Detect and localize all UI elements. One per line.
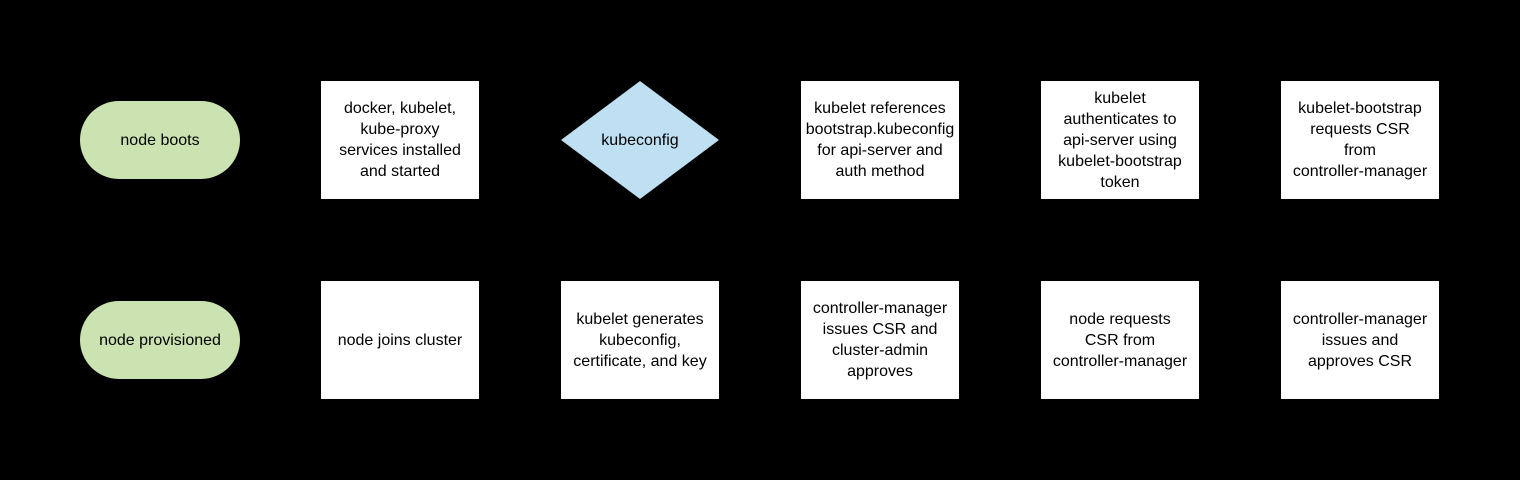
kubelet-references-process: kubelet references bootstrap.kubeconfig … [801,81,959,199]
node-requests-csr-label: node requests CSR from controller-manage… [1052,310,1188,370]
kubeconfig-decision-diamond: kubeconfig [561,81,719,199]
kubelet-references-label: kubelet references bootstrap.kubeconfig … [805,100,955,180]
node-boots-terminator: node boots [80,101,240,179]
services-installed-label: docker, kubelet, kube-proxy services ins… [339,100,461,180]
kubeconfig-decision-label: kubeconfig [601,131,679,149]
kubelet-bootstrap-requests-process: kubelet-bootstrap requests CSR from cont… [1281,81,1439,199]
kubelet-generates-label: kubelet generates kubeconfig, certificat… [573,310,707,370]
kubelet-generates-process: kubelet generates kubeconfig, certificat… [561,281,719,399]
node-joins-cluster-process: node joins cluster [321,281,479,399]
kubelet-authenticates-process: kubelet authenticates to api-server usin… [1041,81,1199,199]
controller-manager-issues-csr-label: controller-manager issues CSR and cluste… [812,300,948,380]
kubelet-bootstrap-requests-label: kubelet-bootstrap requests CSR from cont… [1292,100,1428,180]
controller-manager-issues-csr-process: controller-manager issues CSR and cluste… [801,281,959,399]
services-installed-process: docker, kubelet, kube-proxy services ins… [321,81,479,199]
kubelet-authenticates-label: kubelet authenticates to api-server usin… [1058,89,1182,191]
node-provisioned-terminator: node provisioned [80,301,240,379]
node-joins-cluster-label: node joins cluster [337,331,463,349]
node-boots-label: node boots [120,131,200,149]
node-requests-csr-process: node requests CSR from controller-manage… [1041,281,1199,399]
node-provisioned-label: node provisioned [99,331,221,349]
controller-manager-approves-process: controller-manager issues and approves C… [1281,281,1439,399]
controller-manager-approves-label: controller-manager issues and approves C… [1292,310,1428,370]
